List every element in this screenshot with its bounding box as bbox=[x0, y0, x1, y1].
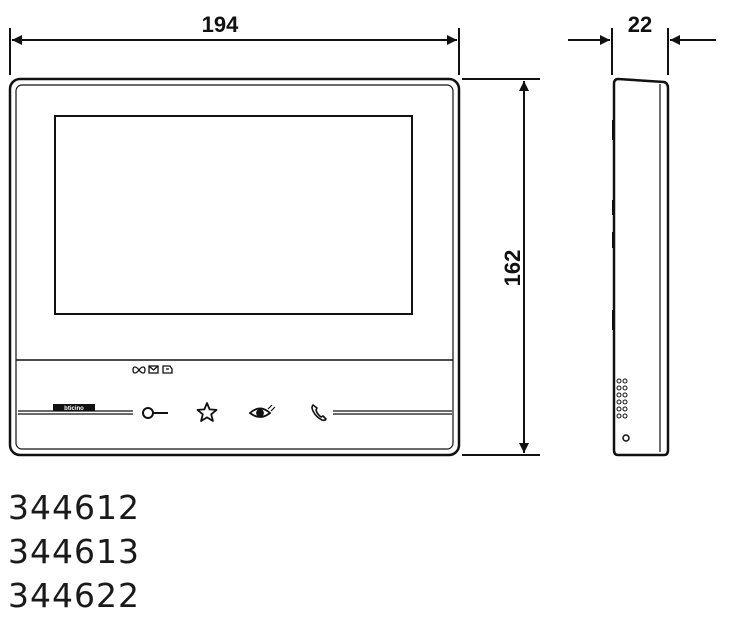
infinity-icon bbox=[132, 366, 146, 374]
product-code: 344622 bbox=[8, 576, 140, 615]
side-profile bbox=[612, 77, 670, 457]
product-code: 344613 bbox=[8, 532, 140, 571]
speaker-grille bbox=[616, 378, 628, 419]
envelope-icon bbox=[148, 365, 159, 374]
door-icon bbox=[162, 365, 173, 374]
product-code-list: 344612 344613 344622 bbox=[8, 486, 140, 618]
front-view: bticino bbox=[8, 77, 461, 457]
eye-icon[interactable] bbox=[248, 404, 276, 418]
display-screen bbox=[54, 115, 413, 315]
left-accent-line bbox=[18, 410, 133, 415]
side-view bbox=[612, 77, 670, 457]
depth-label: 22 bbox=[628, 12, 652, 37]
height-dimension bbox=[462, 78, 540, 456]
microphone-hole bbox=[622, 434, 630, 442]
right-accent-line bbox=[333, 410, 452, 415]
product-code: 344612 bbox=[8, 488, 140, 527]
height-label: 162 bbox=[500, 250, 525, 287]
width-dimension bbox=[9, 28, 460, 75]
brand-logo: bticino bbox=[53, 404, 95, 412]
phone-icon[interactable] bbox=[311, 404, 327, 422]
technical-drawing: 194 22 162 bbox=[8, 12, 716, 457]
brand-logo-text: bticino bbox=[64, 406, 84, 412]
key-icon[interactable] bbox=[142, 407, 168, 419]
depth-dimension bbox=[568, 28, 716, 75]
star-icon[interactable] bbox=[196, 402, 218, 422]
device-inner-frame bbox=[15, 84, 454, 450]
status-icons bbox=[132, 365, 173, 374]
width-label: 194 bbox=[202, 12, 239, 37]
